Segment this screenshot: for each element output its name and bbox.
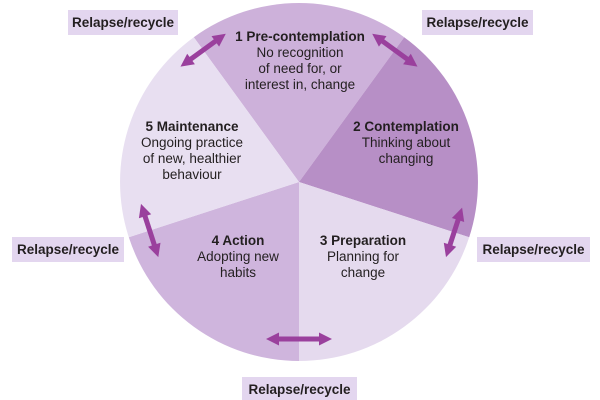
arrow-head: [180, 53, 195, 67]
relapse-recycle-arrow-precontemplation-contemplation: [372, 33, 418, 67]
segment-pre-contemplation: 1 Pre-contemplation No recognition of ne…: [210, 29, 390, 93]
arrow-head: [266, 332, 279, 346]
arrow-head: [443, 242, 457, 258]
relapse-recycle-arrow-preparation-action: [266, 332, 332, 346]
arrow-head: [211, 33, 226, 47]
relapse-recycle-arrow-contemplation-preparation: [443, 207, 465, 258]
segment-title-action: 4 Action: [211, 233, 265, 248]
segment-maintenance: 5 Maintenance Ongoing practice of new, h…: [112, 119, 272, 183]
relapse-recycle-arrow-action-maintenance: [138, 203, 161, 258]
segment-wedge-contemplation: [299, 37, 478, 238]
segment-contemplation: 2 Contemplation Thinking about changing: [326, 119, 486, 167]
segment-preparation: 3 Preparation Planning for change: [283, 233, 443, 281]
relapse-recycle-label-mid-right: Relapse/recycle: [477, 237, 590, 262]
relapse-recycle-label-bottom: Relapse/recycle: [242, 377, 357, 400]
arrow-head: [403, 53, 418, 67]
arrow-head: [138, 203, 152, 219]
arrow-shaft: [379, 38, 411, 63]
relapse-recycle-label-top-right: Relapse/recycle: [422, 10, 533, 35]
segment-action: 4 Action Adopting new habits: [158, 233, 318, 281]
arrow-shaft: [142, 213, 158, 248]
relapse-recycle-arrow-maintenance-precontemplation: [180, 33, 226, 67]
relapse-recycle-label-top-left: Relapse/recycle: [68, 10, 178, 35]
segment-wedge-preparation: [299, 182, 470, 361]
segment-desc-action: Adopting new habits: [197, 249, 279, 280]
segment-desc-contemplation: Thinking about changing: [361, 135, 451, 166]
segment-wedge-pre-contemplation: [193, 3, 405, 182]
arrow-head: [372, 33, 387, 47]
arrow-head: [148, 242, 161, 258]
segment-title-pre-contemplation: 1 Pre-contemplation: [235, 29, 365, 44]
segment-wedge-action: [128, 182, 299, 361]
segment-title-maintenance: 5 Maintenance: [145, 119, 239, 134]
relapse-recycle-label-mid-left: Relapse/recycle: [12, 237, 124, 262]
segment-desc-preparation: Planning for change: [326, 249, 400, 280]
segment-title-contemplation: 2 Contemplation: [353, 119, 459, 134]
segment-wedge-maintenance: [120, 37, 300, 238]
segment-desc-pre-contemplation: No recognition of need for, or interest …: [244, 45, 356, 92]
arrow-shaft: [447, 217, 462, 248]
segment-desc-maintenance: Ongoing practice of new, healthier behav…: [140, 135, 244, 182]
arrow-head: [319, 332, 332, 346]
segment-title-preparation: 3 Preparation: [319, 233, 407, 248]
arrow-shaft: [187, 38, 219, 63]
arrow-head: [451, 207, 465, 222]
